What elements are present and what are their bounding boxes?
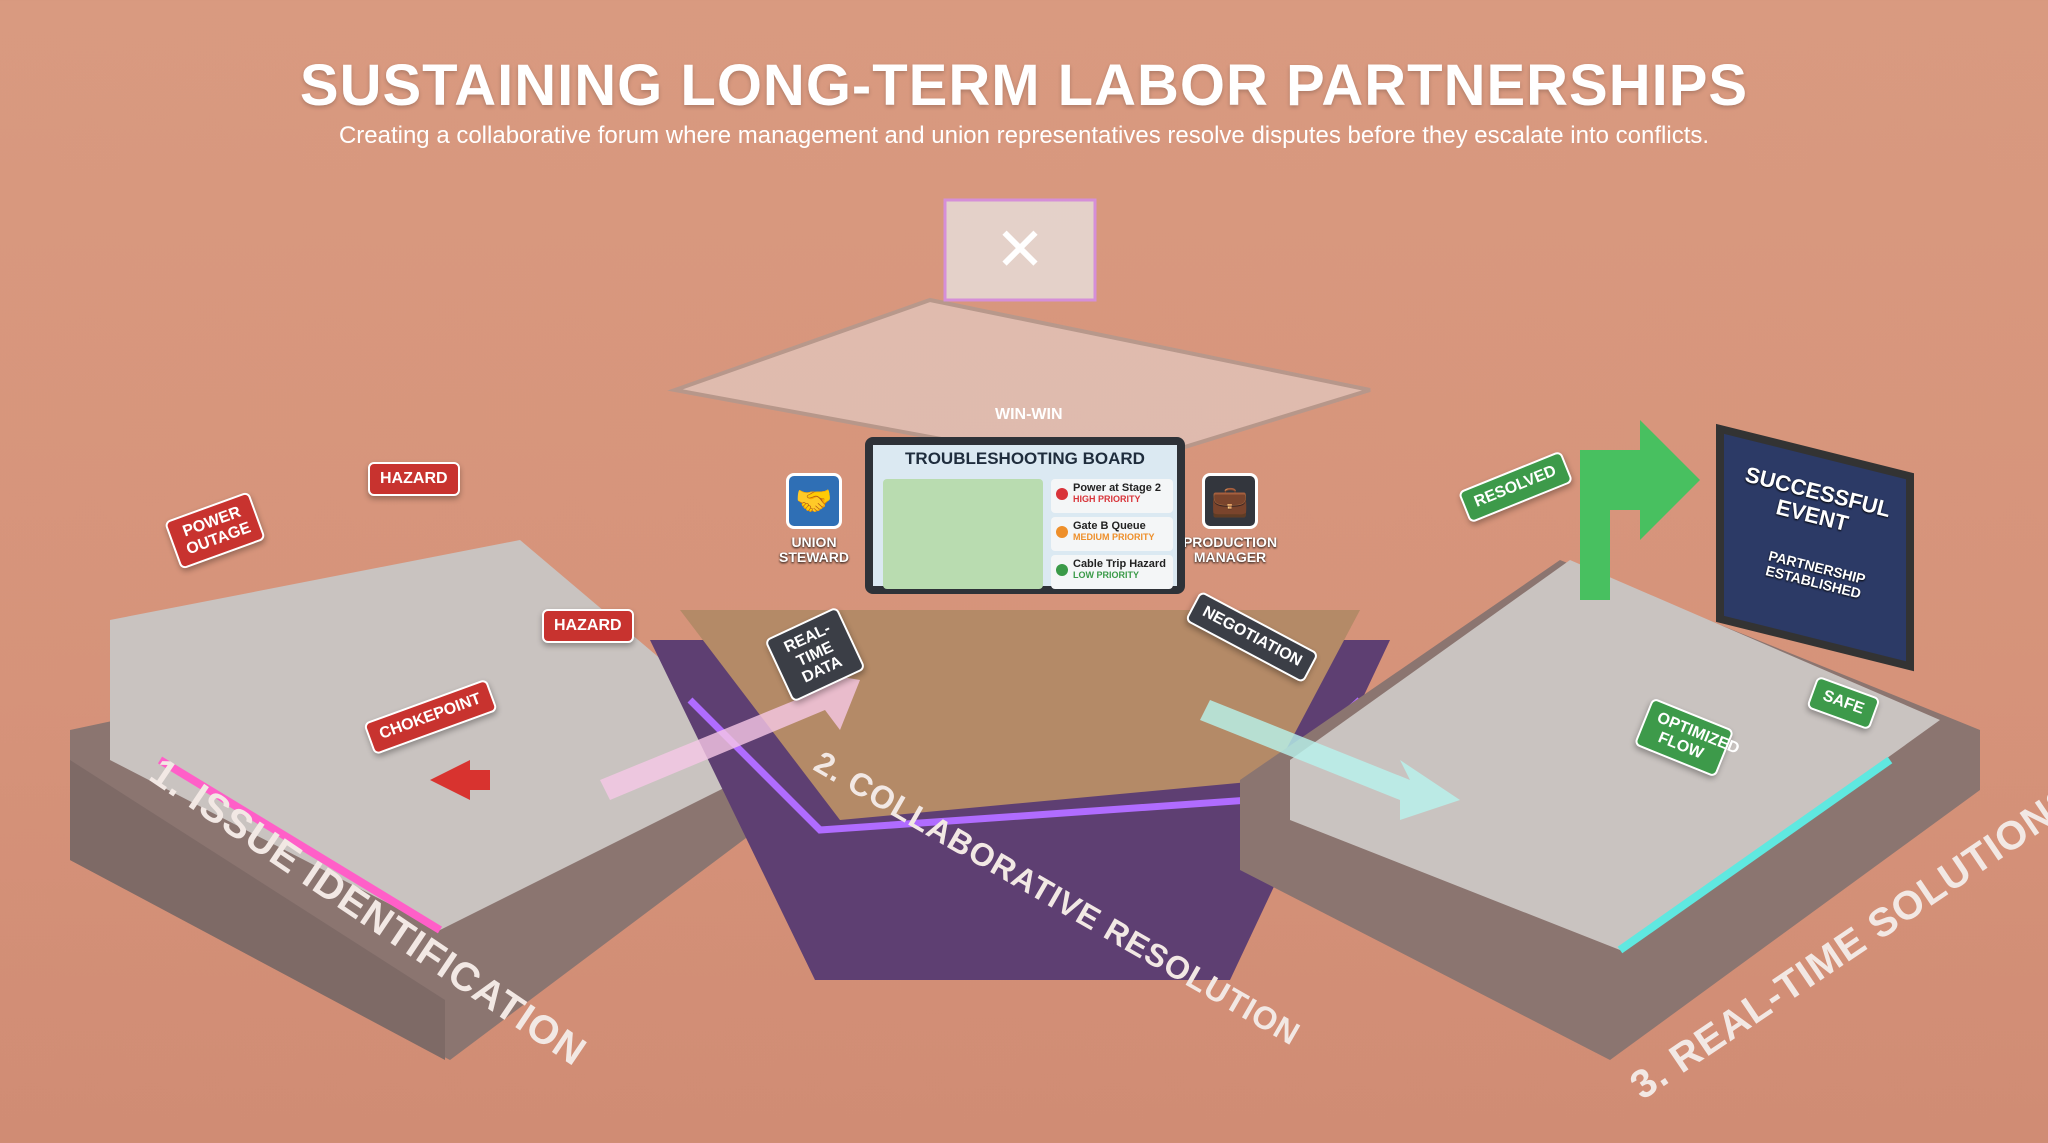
- canopy-tower: [943, 198, 1097, 302]
- green-turn-arrow: [1580, 420, 1700, 600]
- priority-icon: [1056, 564, 1068, 576]
- label-production-manager: PRODUCTION MANAGER: [1182, 534, 1278, 566]
- event-screen: [1716, 423, 1914, 672]
- flow-arrow-left: [600, 670, 860, 800]
- tag-win-win: WIN-WIN: [995, 406, 1063, 423]
- label-union-steward: UNION STEWARD: [779, 534, 849, 566]
- board-title: TROUBLESHOOTING BOARD: [905, 449, 1145, 468]
- priority-icon: [1056, 526, 1068, 538]
- union-steward-icon: 🤝: [786, 473, 842, 529]
- red-arrow: [430, 760, 490, 800]
- priority-icon: [1056, 488, 1068, 500]
- tag-hazard-2: HAZARD: [542, 609, 634, 643]
- tag-hazard: HAZARD: [368, 462, 460, 496]
- partnership-logo-icon: ✕: [995, 216, 1045, 283]
- briefcase-icon: 💼: [1202, 473, 1258, 529]
- page-title: SUSTAINING LONG-TERM LABOR PARTNERSHIPS: [299, 53, 1749, 118]
- platform-real-time-top: [1290, 560, 1940, 950]
- venue-map: [883, 479, 1043, 589]
- flow-arrow-right: [1200, 700, 1460, 820]
- page-subtitle: Creating a collaborative forum where man…: [338, 122, 1710, 149]
- glow-strip-left: [157, 756, 443, 934]
- glow-strip-right: [1617, 756, 1893, 954]
